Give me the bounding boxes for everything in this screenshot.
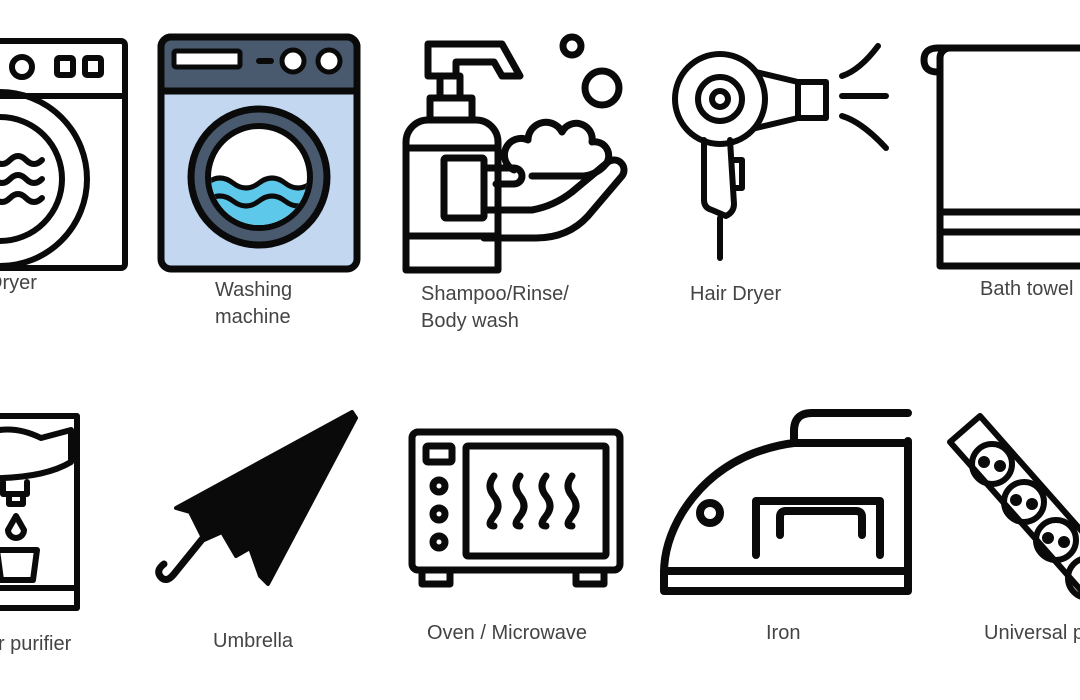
- dryer-label: Dryer: [0, 272, 37, 294]
- water-purifier-icon: [0, 412, 85, 617]
- shampoo-icon: [400, 30, 630, 280]
- iron-icon: [660, 405, 916, 602]
- bath-towel-icon: [920, 34, 1080, 275]
- washing-machine-icon: [157, 33, 361, 278]
- iron-label: Iron: [766, 622, 801, 644]
- umbrella-label: Umbrella: [213, 630, 294, 652]
- microwave-icon: [408, 428, 624, 593]
- bath-towel-label: Bath towel: [980, 278, 1074, 300]
- hair-dryer-icon: [670, 40, 902, 265]
- shampoo-label: Shampoo/Rinse/Body wash: [421, 283, 569, 332]
- power-strip-label: Universal power strip: [984, 622, 1080, 644]
- hair-dryer-label: Hair Dryer: [690, 283, 782, 305]
- microwave-label: Oven / Microwave: [427, 622, 588, 644]
- dryer-icon: [0, 38, 130, 278]
- umbrella-icon: [155, 408, 360, 597]
- power-strip-icon: [942, 412, 1080, 617]
- water-purifier-label: Water purifier: [0, 633, 72, 655]
